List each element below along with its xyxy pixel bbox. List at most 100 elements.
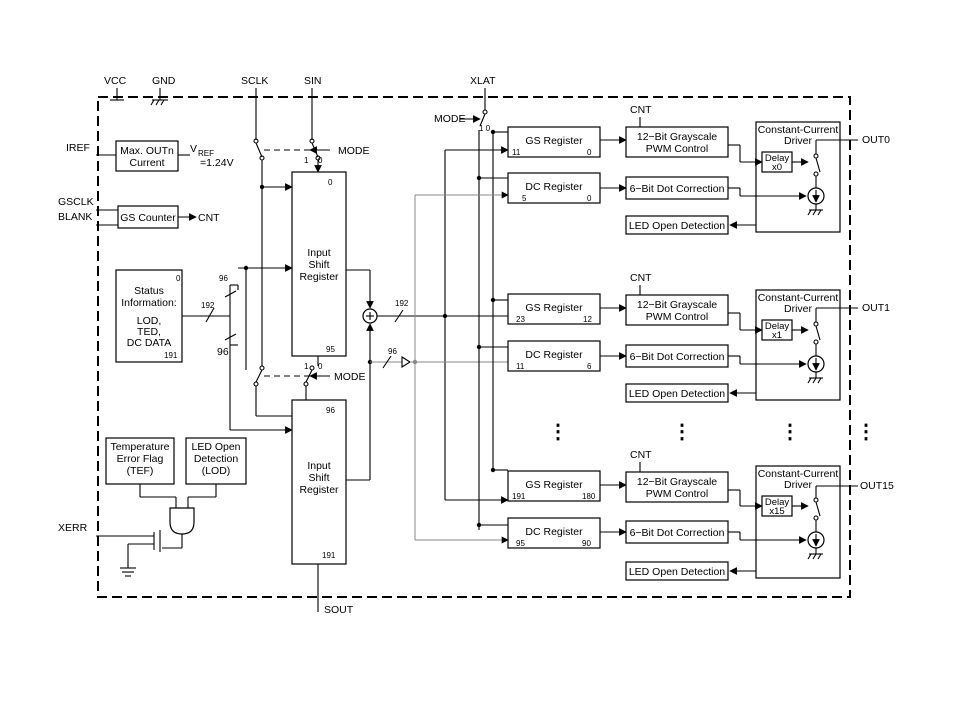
driver-15-line1: Constant-Current <box>758 468 839 480</box>
dc-register-0-right: 0 <box>587 194 592 203</box>
delay-15-line2: x15 <box>769 506 784 517</box>
tef-line3: (TEF) <box>127 465 154 477</box>
pwm-0-line1: 12−Bit Grayscale <box>637 131 717 143</box>
mode-label-xlat: MODE <box>434 113 466 125</box>
gs-register-15-right: 180 <box>582 492 596 501</box>
isr1-line3: Register <box>299 271 339 283</box>
channel-0: GS Register 11 0 CNT 12−Bit Grayscale PW… <box>415 104 890 235</box>
gs-register-1 <box>507 293 601 325</box>
dc-register-1-left: 11 <box>516 362 525 371</box>
max-out-current-block <box>115 140 179 172</box>
delay-1-line2: x1 <box>772 330 782 341</box>
pin-blank: BLANK <box>58 211 92 223</box>
ellipsis-2: ⋮ <box>672 421 692 443</box>
delay-0-line2: x0 <box>772 162 782 173</box>
pin-gnd: GND <box>152 75 176 87</box>
status-bus-192: 192 <box>201 301 215 310</box>
led-open-detection-1 <box>625 383 729 403</box>
cnt-15: CNT <box>630 449 652 461</box>
led-open-detection-0 <box>625 215 729 235</box>
lod-line1: LED Open <box>191 441 240 453</box>
dc-register-1-label: DC Register <box>525 349 583 361</box>
driver-15-line2: Driver <box>784 479 813 491</box>
pwm-0-line2: PWM Control <box>646 143 708 155</box>
tef-line2: Error Flag <box>117 453 164 465</box>
temperature-error-flag-block <box>105 437 175 485</box>
vref-label: V <box>190 143 197 155</box>
dot-correction-0-label: 6−Bit Dot Correction <box>630 183 725 195</box>
gs-counter-label: GS Counter <box>120 212 176 224</box>
pin-out15: OUT15 <box>860 480 894 492</box>
driver-1-line2: Driver <box>784 303 813 315</box>
gs-register-15-label: GS Register <box>525 479 583 491</box>
dc-register-1 <box>507 340 601 372</box>
pwm-control-15 <box>625 471 729 503</box>
max-out-current-line1: Max. OUTn <box>120 145 174 157</box>
dc-register-15-left: 95 <box>516 539 525 548</box>
channel-15: GS Register 191 180 CNT 12−Bit Grayscale… <box>415 449 894 581</box>
mode-label-bottom: MODE <box>334 371 366 383</box>
pin-out1: OUT1 <box>862 302 890 314</box>
pin-sout: SOUT <box>324 604 354 616</box>
ellipsis-3: ⋮ <box>780 421 800 443</box>
gs-register-1-left: 23 <box>516 315 525 324</box>
pin-sclk: SCLK <box>241 75 268 87</box>
gs-register-0-left: 11 <box>512 148 521 157</box>
dc-register-0-left: 5 <box>522 194 527 203</box>
isr2-bottom-index: 191 <box>322 551 336 560</box>
ellipsis-4: ⋮ <box>856 421 876 443</box>
pin-xlat: XLAT <box>470 75 496 87</box>
dc-register-15 <box>507 517 601 549</box>
status-information-block <box>115 269 183 363</box>
pin-iref: IREF <box>66 142 90 154</box>
switch-0-label: 0 <box>318 156 323 165</box>
gs-register-1-label: GS Register <box>525 302 583 314</box>
led-open-detection-15-label: LED Open Detection <box>629 566 725 578</box>
mode-label-top: MODE <box>338 145 370 157</box>
current-driver-1 <box>755 289 841 401</box>
ellipsis-1: ⋮ <box>548 421 568 443</box>
dot-correction-1-label: 6−Bit Dot Correction <box>630 351 725 363</box>
tef-line1: Temperature <box>111 441 170 453</box>
bus-96-upper: 96 <box>219 274 228 283</box>
bus-96-lower: 96 <box>217 346 229 358</box>
driver-0-line2: Driver <box>784 135 813 147</box>
pin-sin: SIN <box>304 75 322 87</box>
xlat-switch-labels: 1 0 <box>479 124 491 133</box>
delay-1-line1: Delay <box>765 321 790 332</box>
isr2-line1: Input <box>307 460 330 472</box>
gs-register-15 <box>507 470 601 502</box>
pwm-control-0 <box>625 126 729 158</box>
switch-1-label-lower: 1 <box>304 362 309 371</box>
driver-1-line1: Constant-Current <box>758 292 839 304</box>
isr1-bottom-index: 95 <box>326 345 335 354</box>
status-body-line2: TED, <box>137 326 161 338</box>
status-body-line3: DC DATA <box>127 337 172 349</box>
input-shift-register-2 <box>291 399 347 565</box>
isr2-line2: Shift <box>308 472 329 484</box>
buffer-icon <box>401 356 412 368</box>
bus-192-main: 192 <box>395 299 409 308</box>
dc-register-1-right: 6 <box>587 362 592 371</box>
status-title-line2: Information: <box>121 297 176 309</box>
dc-register-0-label: DC Register <box>525 181 583 193</box>
cnt-1: CNT <box>630 272 652 284</box>
input-shift-register-1 <box>291 171 347 357</box>
pwm-15-line1: 12−Bit Grayscale <box>637 476 717 488</box>
lod-line2: Detection <box>194 453 239 465</box>
gs-register-0 <box>507 126 601 158</box>
or-gate-icon <box>169 507 195 535</box>
led-open-detection-1-label: LED Open Detection <box>629 388 725 400</box>
led-open-detection-0-label: LED Open Detection <box>629 220 725 232</box>
isr2-top-index: 96 <box>326 406 335 415</box>
status-body-line1: LOD, <box>137 315 162 327</box>
vref-value: =1.24V <box>200 157 234 169</box>
delay-0-line1: Delay <box>765 153 790 164</box>
gs-register-1-right: 12 <box>583 315 592 324</box>
switch-0-label-lower: 0 <box>318 362 323 371</box>
pin-xerr: XERR <box>58 522 88 534</box>
status-bottom-index: 191 <box>164 351 178 360</box>
pwm-1-line1: 12−Bit Grayscale <box>637 299 717 311</box>
led-open-detection-lod-block <box>185 437 247 485</box>
